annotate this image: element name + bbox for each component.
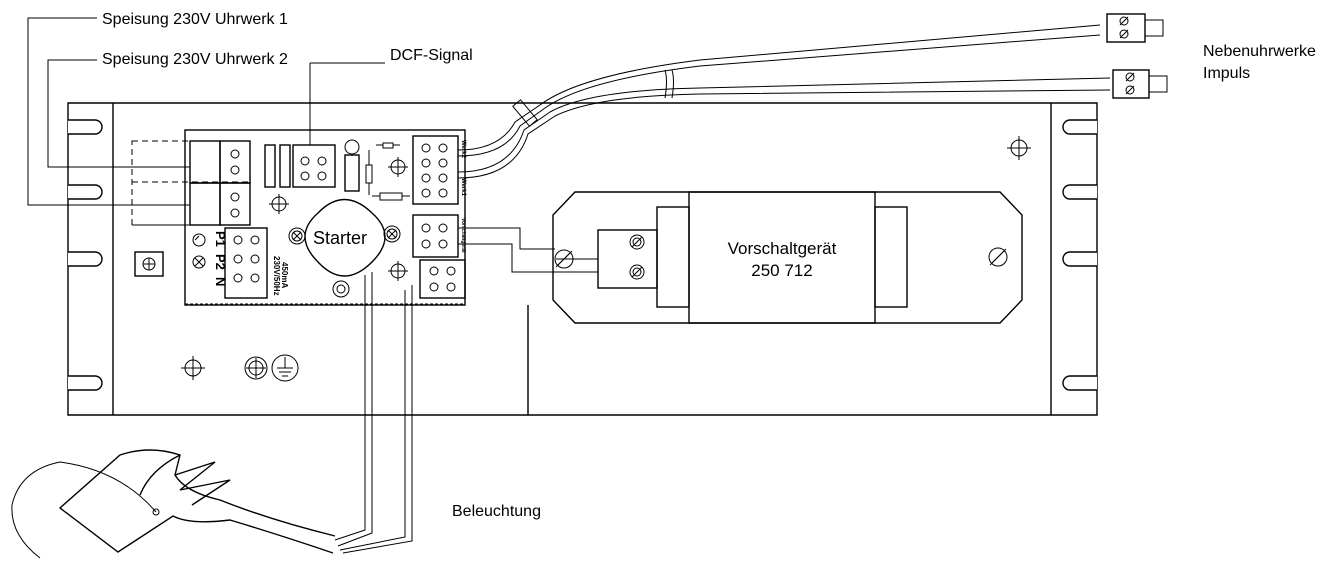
- label-speisung-uhrwerk-2: Speisung 230V Uhrwerk 2: [102, 51, 288, 68]
- screw-icon: [244, 356, 268, 380]
- mounting-hole-icon: [388, 157, 408, 177]
- ballast-housing: [552, 191, 1023, 324]
- label-nebenuhrwerke: Nebenuhrwerke: [1203, 43, 1316, 60]
- label-vorschaltgeraet: Vorschaltgerät: [728, 239, 837, 258]
- label-starter: Starter: [313, 228, 367, 248]
- label-impuls: Impuls: [1203, 65, 1250, 82]
- label-p1: P1: [213, 231, 228, 247]
- label-rating-current: 450mA: [280, 262, 289, 288]
- screw-icon: [134, 251, 164, 277]
- screw-icon: [288, 227, 306, 245]
- ground-symbol-icon: [271, 354, 299, 382]
- label-beleuchtung: Beleuchtung: [452, 503, 541, 520]
- screw-icon: [192, 255, 206, 269]
- label-dcf-signal: DCF-Signal: [390, 47, 473, 64]
- screw-icon: [629, 234, 645, 250]
- label-rating-voltage: 230V/50Hz: [272, 256, 281, 296]
- circuit-board: [131, 129, 466, 306]
- label-vorschaltgeraet-number: 250 712: [751, 261, 812, 280]
- wires: [11, 13, 1168, 559]
- screw-icon: [383, 225, 401, 243]
- screw-icon: [629, 264, 645, 280]
- mounting-hole-icon: [181, 356, 205, 380]
- starter-socket: [288, 198, 401, 298]
- mounting-hole-icon: [388, 261, 408, 281]
- label-p2: P2: [213, 254, 228, 270]
- chassis-plate: [67, 102, 1098, 416]
- label-vorschaltgeraet-connector: Vorschaltgerät: [460, 218, 466, 253]
- label-werk2: Werk2: [460, 140, 466, 159]
- mounting-hole-icon: [269, 194, 289, 214]
- screw-icon: [988, 247, 1008, 267]
- label-werk1: Werk1: [460, 178, 466, 197]
- label-speisung-uhrwerk-1: Speisung 230V Uhrwerk 1: [102, 11, 288, 28]
- label-n: N: [213, 277, 228, 286]
- mounting-hole-icon: [1007, 136, 1031, 160]
